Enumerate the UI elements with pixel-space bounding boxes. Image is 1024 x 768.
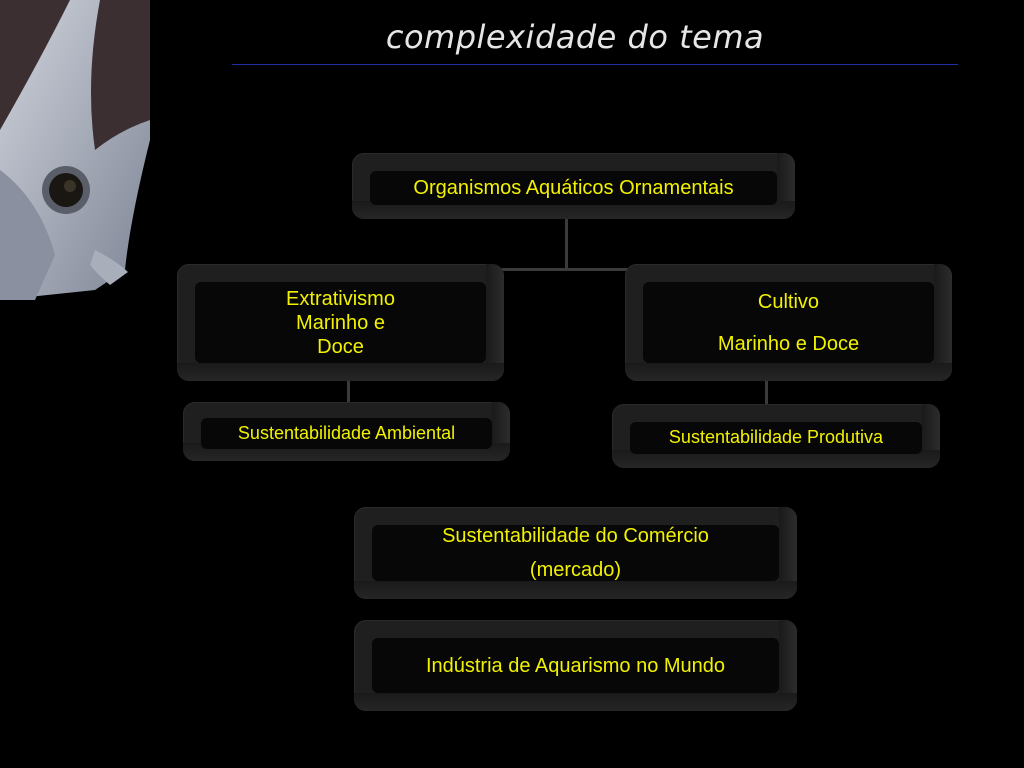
node-extrativismo-line2: Marinho e xyxy=(296,311,385,334)
node-sustentabilidade-comercio: Sustentabilidade do Comércio (mercado) xyxy=(354,507,797,599)
node-sustentabilidade-ambiental-face: Sustentabilidade Ambiental xyxy=(201,418,492,449)
connector-left-sub xyxy=(347,380,350,404)
node-sustentabilidade-produtiva-label: Sustentabilidade Produtiva xyxy=(668,427,884,448)
node-root-face: Organismos Aquáticos Ornamentais xyxy=(370,171,777,205)
node-sustentabilidade-comercio-line2: (mercado) xyxy=(529,559,622,581)
page-title: complexidade do tema xyxy=(385,18,765,56)
fish-photo xyxy=(0,0,150,300)
connector-horizontal xyxy=(500,268,640,271)
node-sustentabilidade-produtiva: Sustentabilidade Produtiva xyxy=(612,404,940,468)
node-sustentabilidade-comercio-line1: Sustentabilidade do Comércio xyxy=(442,525,709,547)
box-bevel xyxy=(354,581,797,599)
node-sustentabilidade-produtiva-face: Sustentabilidade Produtiva xyxy=(630,422,922,454)
node-extrativismo-line3: Doce xyxy=(317,335,364,358)
node-sustentabilidade-comercio-face: Sustentabilidade do Comércio (mercado) xyxy=(372,525,779,581)
node-extrativismo: Extrativismo Marinho e Doce xyxy=(177,264,504,381)
box-bevel xyxy=(779,620,797,711)
box-bevel xyxy=(779,507,797,599)
node-industria-aquarismo: Indústria de Aquarismo no Mundo xyxy=(354,620,797,711)
node-root: Organismos Aquáticos Ornamentais xyxy=(352,153,795,219)
connector-right-sub xyxy=(765,380,768,404)
node-cultivo-line1: Cultivo xyxy=(757,290,820,313)
node-cultivo-line2: Marinho e Doce xyxy=(717,332,860,355)
box-bevel xyxy=(612,450,940,468)
node-sustentabilidade-ambiental: Sustentabilidade Ambiental xyxy=(183,402,510,461)
box-bevel xyxy=(934,264,952,381)
box-bevel xyxy=(354,693,797,711)
box-bevel xyxy=(352,201,795,219)
title-divider xyxy=(232,64,958,65)
node-root-label: Organismos Aquáticos Ornamentais xyxy=(413,177,734,199)
node-cultivo: Cultivo Marinho e Doce xyxy=(625,264,952,381)
box-bevel xyxy=(625,363,952,381)
node-sustentabilidade-ambiental-label: Sustentabilidade Ambiental xyxy=(237,422,456,443)
connector-root-down xyxy=(565,218,568,270)
node-extrativismo-face: Extrativismo Marinho e Doce xyxy=(195,282,486,363)
node-industria-aquarismo-label: Indústria de Aquarismo no Mundo xyxy=(425,654,726,677)
box-bevel xyxy=(486,264,504,381)
box-bevel xyxy=(177,363,504,381)
node-extrativismo-line1: Extrativismo xyxy=(286,287,395,310)
node-industria-aquarismo-face: Indústria de Aquarismo no Mundo xyxy=(372,638,779,693)
node-cultivo-face: Cultivo Marinho e Doce xyxy=(643,282,934,363)
